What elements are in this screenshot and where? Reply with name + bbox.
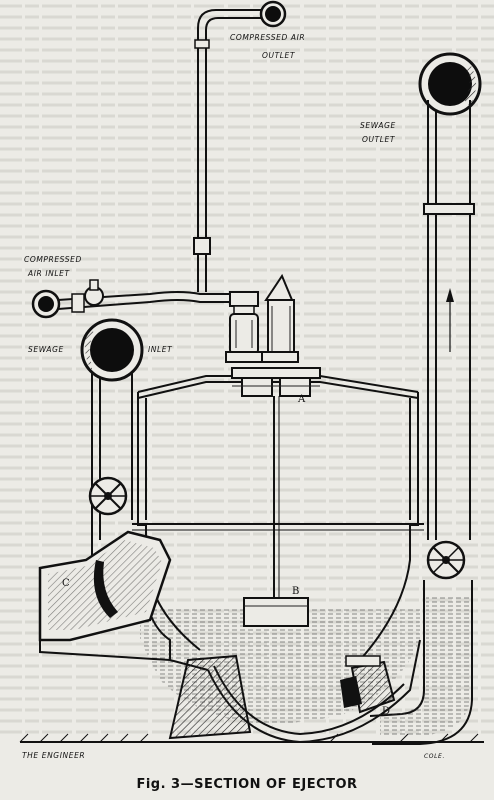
compressed-air-outlet-label-line1: COMPRESSED AIR <box>230 33 305 42</box>
flap-valve-c <box>93 560 118 618</box>
part-label-c: C <box>62 578 70 589</box>
engineer-credit: THE ENGINEER <box>22 751 85 760</box>
sewage-outlet-opening <box>428 62 472 106</box>
foundation <box>19 654 484 743</box>
compressed-air-inlet-pipe <box>31 279 236 319</box>
left-support-pedestal <box>168 654 252 740</box>
figure-caption: Fig. 3—SECTION OF EJECTOR <box>136 777 357 792</box>
sewage-outlet-label-line2: OUTLET <box>362 135 396 144</box>
compressed-air-outlet-label-line2: OUTLET <box>262 51 296 60</box>
part-label-a: A <box>297 394 306 405</box>
sewage-inlet-pipe <box>38 318 209 671</box>
valve-gear <box>225 273 299 363</box>
part-label-d: D <box>382 706 390 717</box>
compressed-air-outlet-pipe <box>193 0 287 292</box>
compressed-air-inlet-label-line2: AIR INLET <box>27 269 70 278</box>
outlet-pipe-joint <box>423 203 475 215</box>
sewage-outlet-pipe <box>340 52 482 745</box>
part-label-b: B <box>292 586 299 597</box>
sewage-outlet-label-line1: SEWAGE <box>360 121 396 130</box>
sewage-inlet-label-line2: INLET <box>148 345 173 354</box>
sewage-inlet-label-line1: SEWAGE <box>28 345 64 354</box>
float-b <box>243 597 309 627</box>
compressed-air-inlet-label-line1: COMPRESSED <box>24 255 82 264</box>
sewage-inlet-opening <box>90 328 134 372</box>
valve-d <box>340 676 362 708</box>
air-inlet-valve <box>89 279 99 291</box>
engraver-signature: COLE. <box>424 753 445 760</box>
